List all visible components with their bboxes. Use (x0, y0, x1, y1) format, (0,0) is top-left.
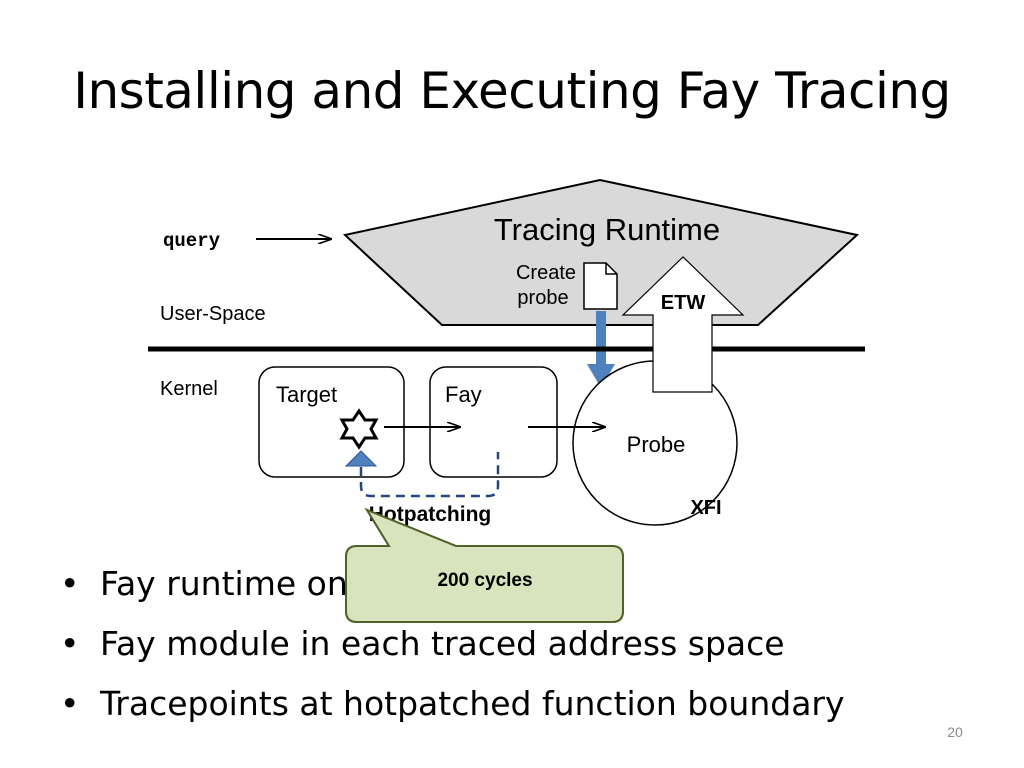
tracing-runtime-shape (342, 178, 860, 326)
etw-arrow (621, 256, 745, 393)
callout-label: 200 cycles (437, 570, 533, 591)
create-probe-arrow (587, 311, 615, 388)
target-label: Target (276, 382, 337, 407)
create-probe-label-line2: probe (517, 287, 568, 309)
page-number: 20 (947, 724, 963, 740)
query-label: query (163, 230, 221, 252)
kernel-label: Kernel (160, 378, 218, 400)
bullet-item: Fay module in each traced address space (60, 618, 845, 678)
etw-label: ETW (661, 292, 706, 314)
tracing-runtime-label: Tracing Runtime (494, 212, 720, 247)
tracepoint-star-icon (339, 408, 379, 450)
document-icon (583, 262, 618, 310)
hotpatching-label: Hotpatching (369, 503, 491, 526)
probe-label: Probe (627, 432, 686, 457)
fay-box (429, 366, 558, 478)
user-space-label: User-Space (160, 303, 266, 325)
xfi-label: XFI (690, 497, 721, 519)
slide-title: Installing and Executing Fay Tracing (73, 62, 951, 120)
fay-label: Fay (445, 382, 482, 407)
target-box (258, 366, 405, 478)
create-probe-label-line1: Create (516, 262, 576, 284)
hotpatch-dashed-path (359, 452, 500, 498)
bullet-item: Tracepoints at hotpatched function bound… (60, 678, 845, 738)
hotpatch-arrowhead (344, 450, 378, 467)
